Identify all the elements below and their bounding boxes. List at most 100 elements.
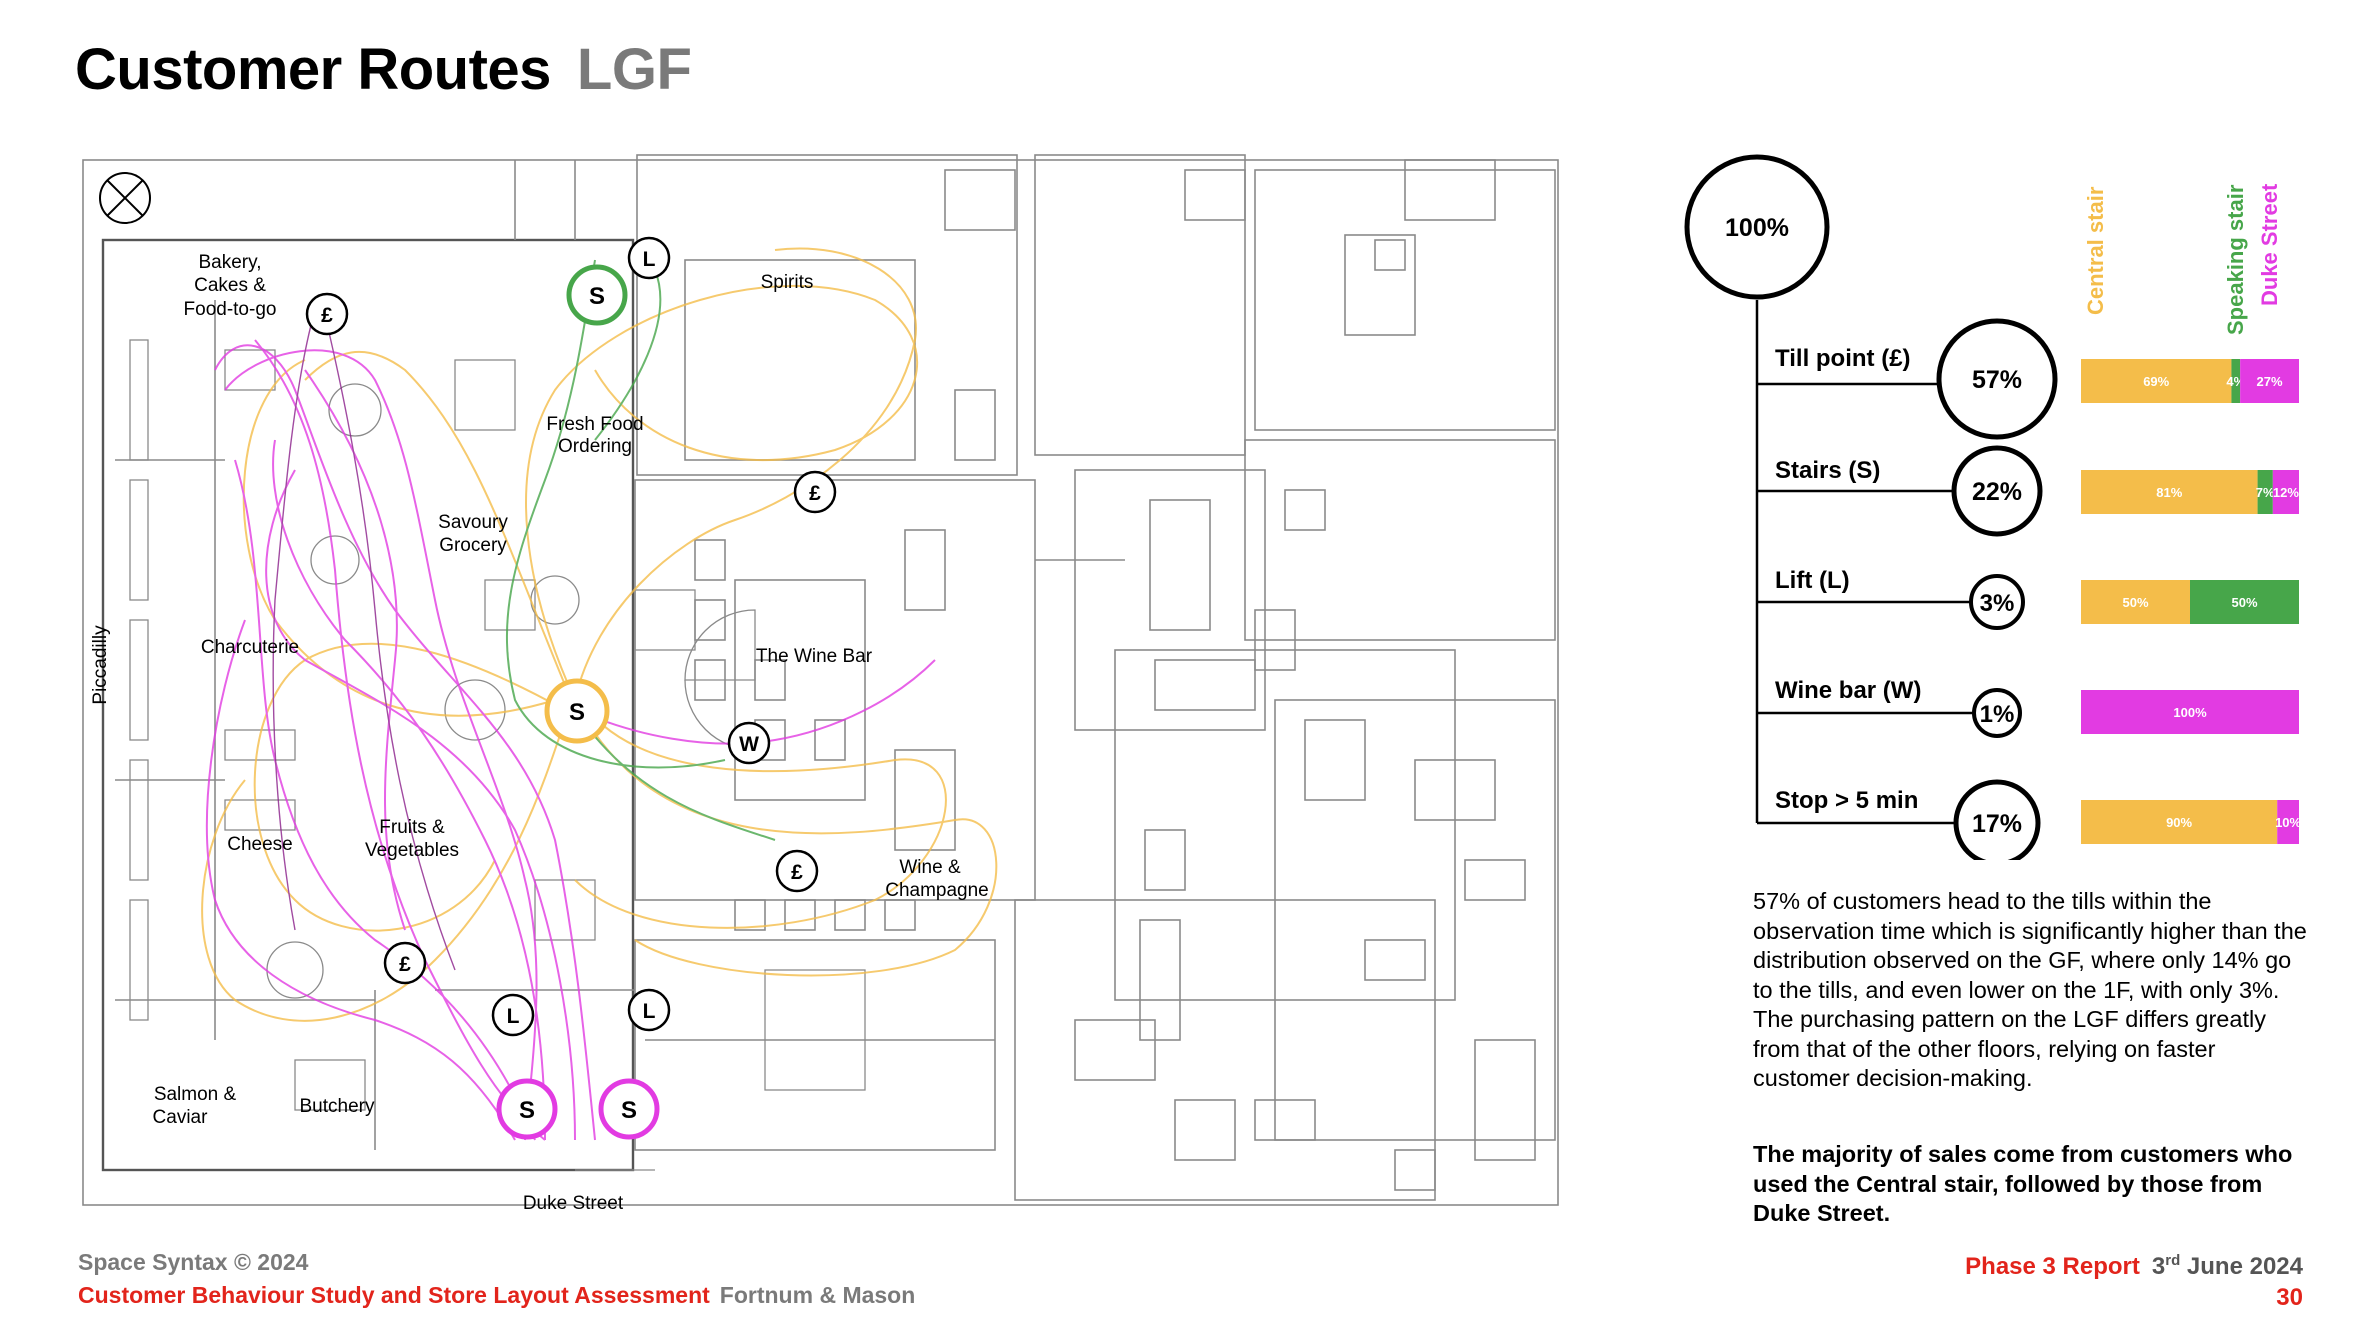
tree-lines xyxy=(1755,300,1974,825)
bar-segment-central-stair-label: 81% xyxy=(2156,485,2182,500)
svg-text:S: S xyxy=(589,283,605,310)
label-spirits: Spirits xyxy=(761,272,814,293)
plan-markers: £ £ £ £ L L L W xyxy=(305,236,837,1140)
route-till xyxy=(272,309,316,931)
lift-marker: L xyxy=(627,236,671,280)
route-speaking xyxy=(574,709,776,841)
root-node: 100% xyxy=(1684,154,1830,300)
legend-central-stair: Central stair xyxy=(2083,186,2108,315)
label-cheese: Cheese xyxy=(227,834,293,855)
bar-segment-central-stair-label: 69% xyxy=(2143,374,2169,389)
svg-text:£: £ xyxy=(809,482,821,505)
bar-segment-central-stair xyxy=(2081,580,2190,624)
footer-date: 3rd June 2024 xyxy=(2151,1252,2303,1280)
label-duke-street: Duke Street xyxy=(523,1193,624,1214)
duke-street-stair-marker: S xyxy=(496,1078,558,1140)
route-central xyxy=(253,642,566,932)
page-title-floor: LGF xyxy=(576,37,692,102)
route-duke xyxy=(304,369,406,931)
conclusion-paragraph: The majority of sales come from customer… xyxy=(1753,1141,2293,1226)
bar-segment-central-stair xyxy=(2081,359,2232,403)
summary-paragraph: 57% of customers head to the tills withi… xyxy=(1753,888,2307,1091)
tree-row: Lift (L) 3% 50%50% xyxy=(1775,567,2299,630)
bar-segment-central-stair-label: 50% xyxy=(2122,595,2148,610)
bar-segment-central-stair xyxy=(2081,800,2278,844)
route-duke xyxy=(234,459,536,1141)
row-label: Stairs (S) xyxy=(1775,457,1880,484)
route-duke xyxy=(214,344,596,1141)
footer-client: Fortnum & Mason xyxy=(719,1282,916,1308)
label-charcuterie: Charcuterie xyxy=(201,637,299,658)
route-duke xyxy=(254,339,546,1141)
label-bakery: Bakery, xyxy=(198,252,261,273)
bar-segment-duke-street xyxy=(2081,690,2299,734)
compass-icon xyxy=(99,172,151,224)
footer-report: Phase 3 Report 3rd June 2024 xyxy=(1965,1252,2303,1281)
row-pct: 1% xyxy=(1980,701,2015,728)
row-label: Till point (£) xyxy=(1775,345,1911,372)
label-savoury-grocery: Grocery xyxy=(439,535,507,556)
row-pct: 3% xyxy=(1980,590,2015,617)
label-butchery: Butchery xyxy=(300,1096,375,1117)
duke-street-stair-marker: S xyxy=(598,1078,660,1140)
row-pct: 57% xyxy=(1972,366,2022,394)
bar-segment-duke-street-label: 12% xyxy=(2273,485,2299,500)
route-central xyxy=(525,284,919,701)
bar-segment-duke-street xyxy=(2277,800,2299,844)
svg-text:S: S xyxy=(621,1097,637,1124)
route-central xyxy=(574,247,917,701)
svg-text:£: £ xyxy=(321,304,333,327)
label-wine-bar: The Wine Bar xyxy=(756,646,873,667)
bar-segment-central-stair-label: 90% xyxy=(2166,815,2192,830)
route-duke xyxy=(272,439,546,1141)
label-wine-champagne: Wine & xyxy=(899,857,961,878)
tree-row: Stop > 5 min 17% 90%10% xyxy=(1775,779,2302,860)
tree-row: Stairs (S) 22% 81%7%12% xyxy=(1775,445,2299,537)
stacked-bar: 90%10% xyxy=(2081,800,2302,844)
tree-row: Wine bar (W) 1% 100% xyxy=(1775,677,2299,738)
bar-segment-duke-street-label: 100% xyxy=(2173,705,2207,720)
route-central xyxy=(574,699,947,929)
stacked-bar: 50%50% xyxy=(2081,580,2299,624)
label-savoury-grocery: Savoury xyxy=(438,512,508,533)
row-label: Lift (L) xyxy=(1775,567,1850,594)
speaking-stair-marker: S xyxy=(566,264,628,326)
stacked-bar: 69%4%27% xyxy=(2081,359,2299,403)
svg-text:L: L xyxy=(507,1005,520,1028)
till-marker: £ xyxy=(305,292,349,336)
route-duke xyxy=(554,659,936,745)
root-value: 100% xyxy=(1725,214,1789,242)
bar-segment-duke-street-label: 27% xyxy=(2257,374,2283,389)
stacked-bar: 100% xyxy=(2081,690,2299,734)
footer-study: Customer Behaviour Study and Store Layou… xyxy=(78,1282,710,1308)
bar-segment-duke-street xyxy=(2272,470,2299,514)
plan-walls xyxy=(82,154,1559,1206)
route-duke xyxy=(265,469,576,1141)
bar-segment-duke-street xyxy=(2240,359,2299,403)
label-salmon-caviar: Salmon & xyxy=(154,1084,237,1105)
plan-fixtures xyxy=(129,339,866,1171)
route-till xyxy=(324,314,456,971)
svg-text:L: L xyxy=(643,248,656,271)
till-marker: £ xyxy=(775,849,819,893)
label-wine-champagne: Champagne xyxy=(885,880,989,901)
route-breakdown-tree: 100% Central stair Speaking stair Duke S… xyxy=(1684,154,2302,860)
footer-study-title: Customer Behaviour Study and Store Layou… xyxy=(78,1282,915,1309)
wine-bar-marker: W xyxy=(727,721,771,765)
route-duke xyxy=(205,619,516,1141)
floor-plan: Bakery, Cakes & Food-to-go Spirits Fresh… xyxy=(82,154,1559,1214)
label-fresh-food: Ordering xyxy=(558,436,632,457)
tree-row: Till point (£) 57% 69%4%27% xyxy=(1775,318,2299,440)
till-marker: £ xyxy=(793,470,837,514)
row-label: Wine bar (W) xyxy=(1775,677,1921,704)
label-fruits-veg: Fruits & xyxy=(379,817,445,838)
bar-segment-speaking-stair xyxy=(2257,470,2273,514)
label-salmon-caviar: Caviar xyxy=(153,1107,209,1128)
footer-report-name: Phase 3 Report xyxy=(1965,1253,2140,1280)
till-marker: £ xyxy=(383,941,427,985)
label-bakery: Food-to-go xyxy=(184,299,277,320)
lift-marker: L xyxy=(627,988,671,1032)
label-fresh-food: Fresh Food xyxy=(546,414,643,435)
bar-segment-speaking-stair-label: 7% xyxy=(2256,485,2275,500)
